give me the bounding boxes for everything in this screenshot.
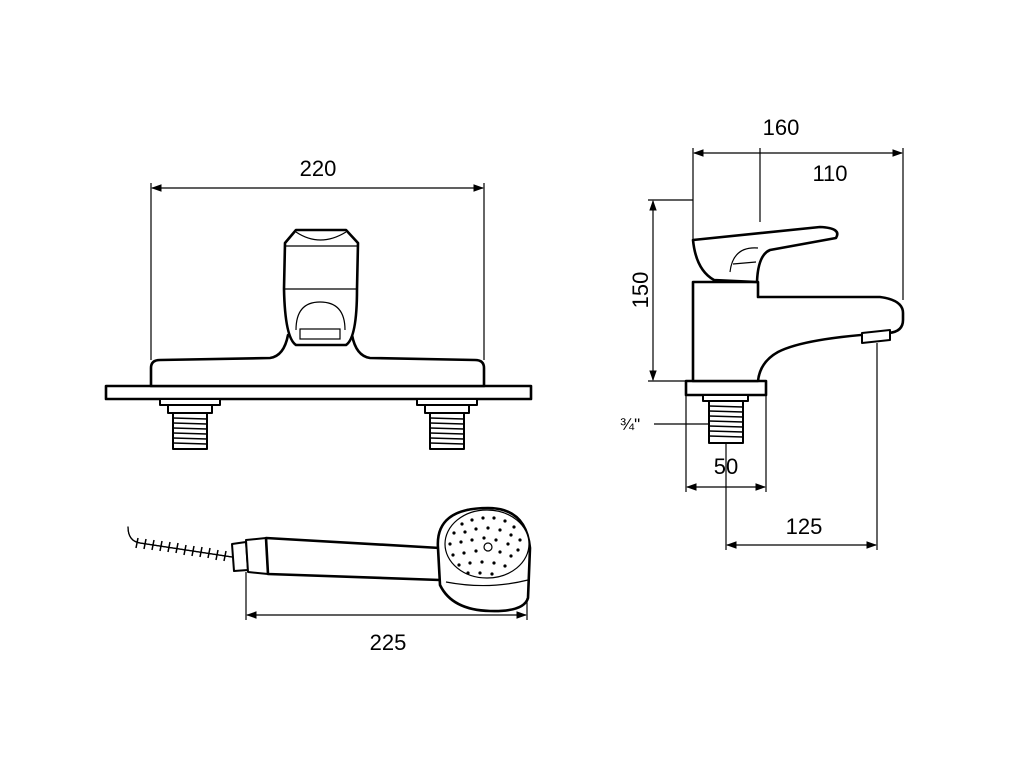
- side-view: 160 110 150 ¾" 50: [620, 115, 905, 550]
- shower-hose: [127, 526, 233, 558]
- dimension-front-width: 220: [150, 156, 485, 360]
- shower-nozzles: [448, 516, 522, 576]
- dim-label-220: 220: [300, 156, 337, 181]
- left-supply-connector: [159, 398, 221, 450]
- dim-label-thread: ¾": [620, 415, 640, 434]
- lever-handle: [282, 228, 360, 347]
- dimension-thread: ¾": [620, 415, 709, 434]
- deck-plate: [104, 384, 533, 401]
- dimension-side-height: 150: [628, 199, 693, 382]
- dim-label-110: 110: [812, 161, 847, 186]
- dimension-outlet-offset: 125: [725, 343, 878, 550]
- dim-label-225: 225: [370, 630, 407, 655]
- side-base-plate: [684, 379, 768, 397]
- shower-handle: [264, 536, 442, 582]
- side-lever: [691, 225, 839, 284]
- dim-label-160: 160: [763, 115, 800, 140]
- right-supply-connector: [416, 398, 478, 450]
- dimension-side-spout: 110: [759, 148, 848, 222]
- side-thread-connector: [702, 394, 749, 444]
- dimension-side-depth: 160: [692, 115, 904, 300]
- dimension-handshower-length: 225: [245, 572, 528, 655]
- dim-label-125: 125: [786, 514, 823, 539]
- dim-label-150: 150: [628, 272, 653, 309]
- hand-shower: 225: [127, 506, 532, 655]
- front-view: 220: [104, 156, 533, 450]
